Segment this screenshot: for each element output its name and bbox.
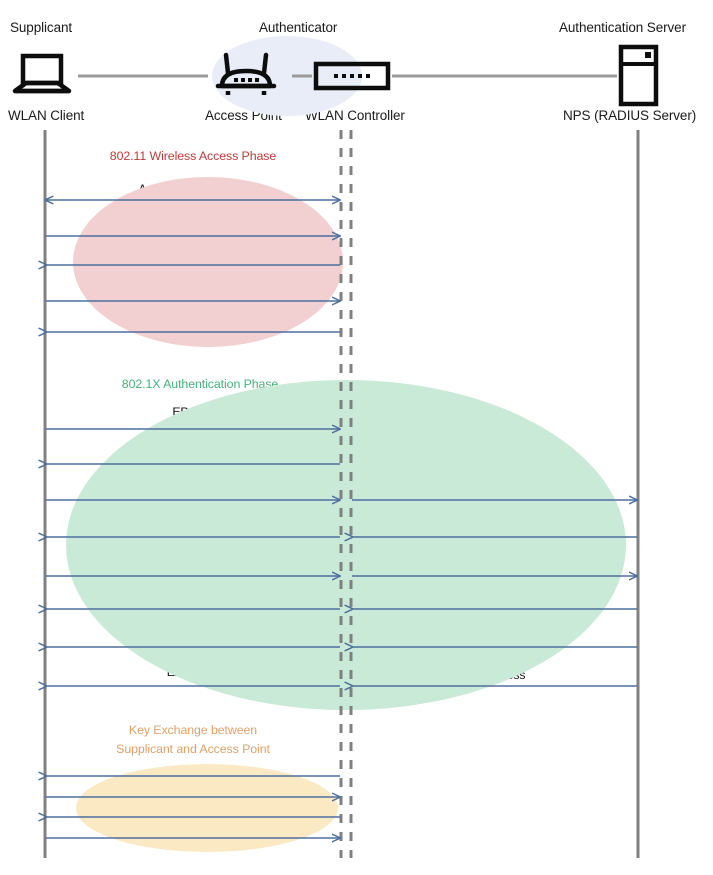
device-label-wlan-client: WLAN Client (8, 108, 85, 123)
wlan-controller-icon (313, 61, 391, 91)
laptop-icon (12, 53, 72, 94)
role-label-supplicant: Supplicant (10, 20, 73, 35)
phase-ellipse-80211 (73, 177, 343, 347)
role-label-authentication-server: Authentication Server (559, 20, 686, 35)
server-icon (618, 44, 659, 107)
device-label-nps-radius-server: NPS (RADIUS Server) (563, 108, 697, 123)
device-label-wlan-controller: WLAN Controller (305, 108, 405, 123)
role-label-authenticator: Authenticator (259, 20, 338, 35)
phase-ellipse-key-exchange (76, 764, 338, 852)
authenticator-zone-ellipse (212, 36, 362, 116)
access-point-icon (215, 52, 277, 95)
phase-title-key-exchange-line1: Key Exchange between (128, 723, 258, 737)
phase-title-80211: 802.11 Wireless Access Phase (109, 149, 277, 163)
phase-ellipse-8021x (66, 380, 626, 710)
phase-title-key-exchange-line2: Supplicant and Access Point (116, 742, 270, 756)
phase-title-8021x: 802.1X Authentication Phase (121, 377, 279, 391)
